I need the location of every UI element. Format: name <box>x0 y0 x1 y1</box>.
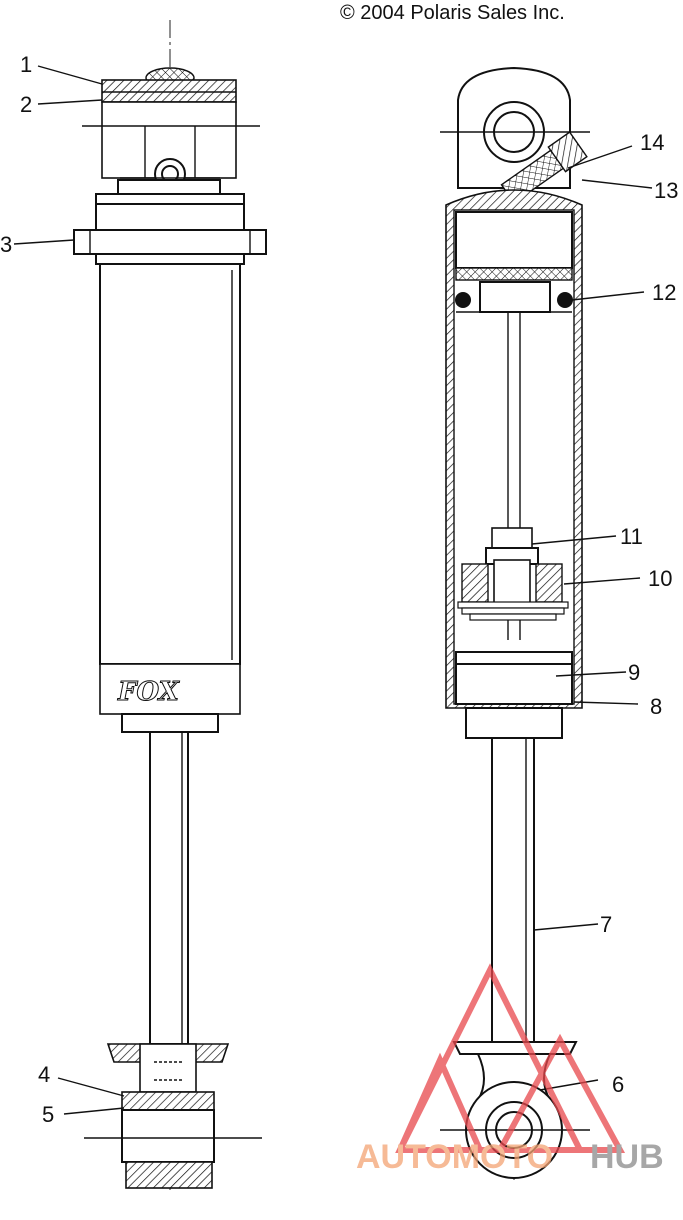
leader-lines <box>13 65 653 1115</box>
callout-11: 11 <box>620 524 643 549</box>
copyright-text: © 2004 Polaris Sales Inc. <box>340 2 565 24</box>
callout-8: 8 <box>650 694 662 719</box>
watermark-triangle-icon <box>395 963 626 1153</box>
callout-2: 2 <box>20 92 32 117</box>
callout-4: 4 <box>38 1062 50 1087</box>
callout-12: 12 <box>652 280 676 305</box>
callout-14: 14 <box>640 130 664 155</box>
watermark-text-automoto: AUTOMOTO <box>356 1138 553 1176</box>
callout-10: 10 <box>648 566 672 591</box>
callout-7: 7 <box>600 912 612 937</box>
left-shock-exterior: FOX <box>73 20 267 1190</box>
callout-1: 1 <box>20 52 32 77</box>
callout-numbers: 1 2 3 4 5 6 7 8 9 10 11 12 13 14 <box>0 52 678 1127</box>
right-shock-cutaway <box>440 66 590 1180</box>
callout-5: 5 <box>42 1102 54 1127</box>
callout-9: 9 <box>628 660 640 685</box>
fox-logo: FOX <box>117 677 181 707</box>
watermark-text-hub: HUB <box>590 1138 664 1176</box>
callout-3: 3 <box>0 232 12 257</box>
callout-13: 13 <box>654 178 678 203</box>
automotohub-watermark: AUTOMOTO HUB <box>356 963 664 1176</box>
callout-6: 6 <box>612 1072 624 1097</box>
